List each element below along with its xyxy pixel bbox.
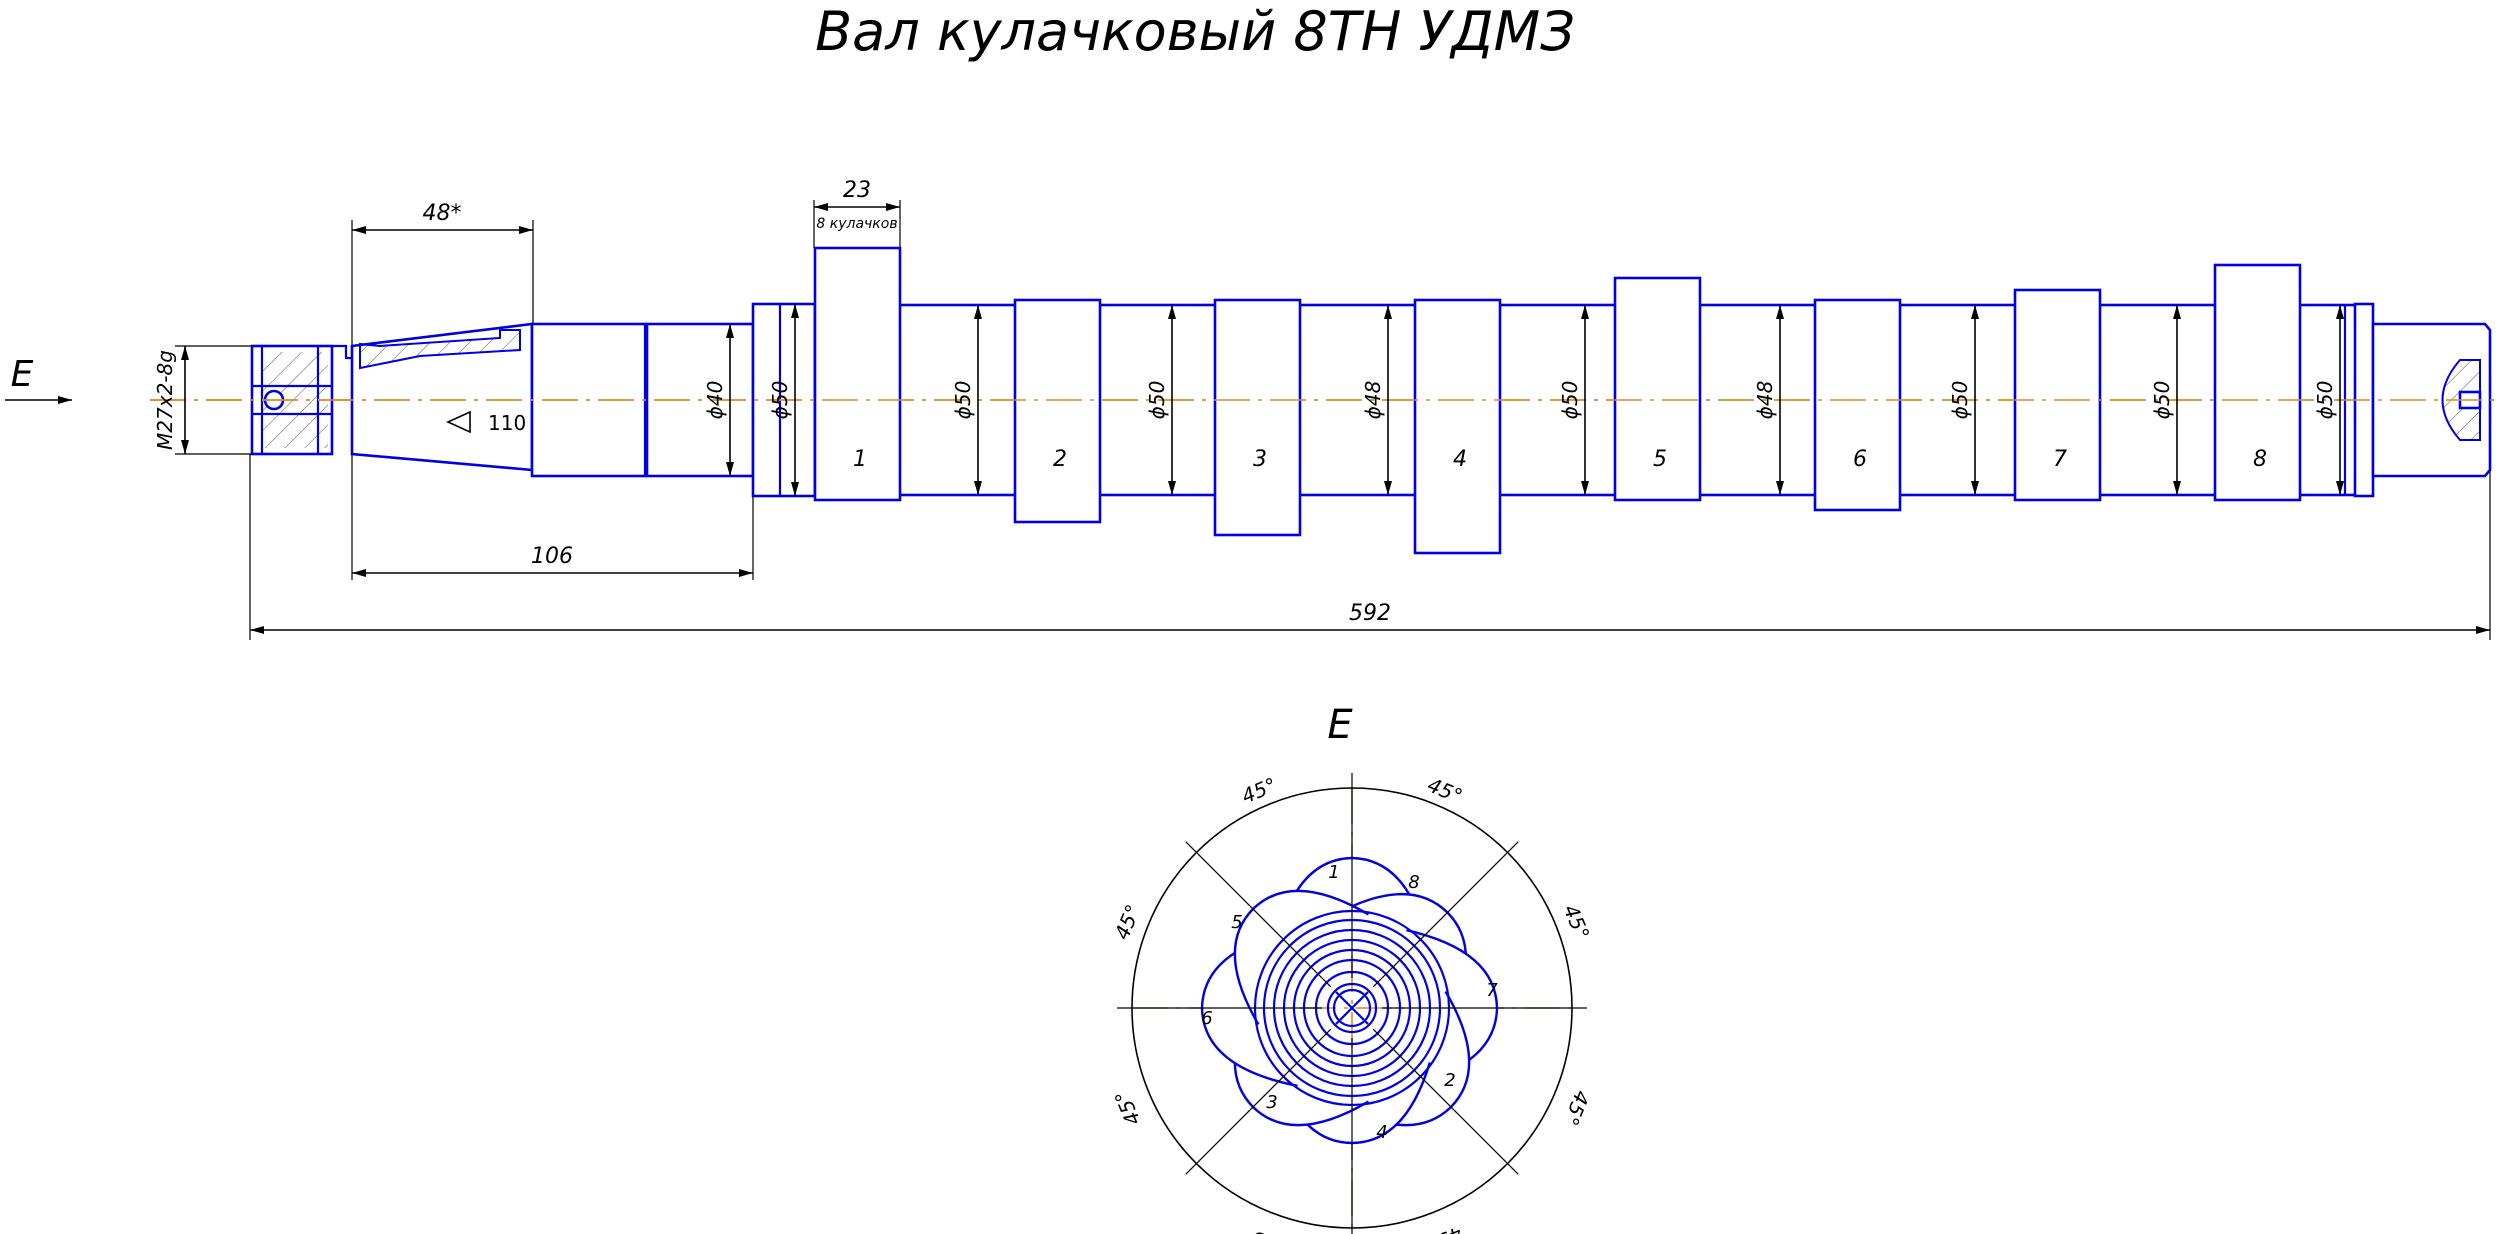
diameter-label: ϕ48 xyxy=(1361,381,1385,420)
cam-2 xyxy=(1013,298,1102,524)
cam-label: 1 xyxy=(853,447,867,472)
diameter-label: ϕ50 xyxy=(1145,381,1169,420)
angle-ray xyxy=(1185,841,1332,988)
cam-label: 6 xyxy=(1853,447,1867,472)
journal-circle xyxy=(1332,988,1372,1028)
angle-label: 45° xyxy=(1559,1087,1595,1129)
diameter-label: ϕ50 xyxy=(768,381,792,420)
cam-6 xyxy=(1813,298,1902,512)
angle-label: 45° xyxy=(1110,901,1146,943)
dim-106-label: 106 xyxy=(531,544,573,569)
dim-23-note: 8 кулачков xyxy=(816,216,897,232)
taper-symbol xyxy=(446,410,471,434)
dim-48-label: 48* xyxy=(423,201,462,226)
cam-label: 5 xyxy=(1653,447,1667,472)
angle-label: 45° xyxy=(1424,1222,1466,1234)
end-view-cam-label: 4 xyxy=(1376,1122,1387,1143)
diameter-label: ϕ50 xyxy=(2313,381,2337,420)
cam-7 xyxy=(2013,288,2102,502)
taper-value: 110 xyxy=(488,411,526,435)
diameter-label: ϕ50 xyxy=(1948,381,1972,420)
angle-ray xyxy=(1185,1028,1332,1175)
end-view-cam-label: 2 xyxy=(1444,1070,1455,1091)
angle-ray xyxy=(1372,841,1519,988)
cam-4 xyxy=(1413,298,1502,555)
cams-group: 1 2 3 4 5 6 7 8 xyxy=(150,246,2495,555)
thread-label: M27x2-8g xyxy=(153,350,177,450)
dim-23-label: 23 xyxy=(843,178,871,203)
end-view-cam-label: 7 xyxy=(1486,980,1498,1001)
cam-label: 3 xyxy=(1253,447,1267,472)
drawing-title: Вал кулачковый 8ТН УДМЗ xyxy=(815,0,1575,63)
cam-label: 2 xyxy=(1053,447,1067,472)
cam-label: 4 xyxy=(1453,447,1467,472)
journal-circle xyxy=(1326,982,1378,1034)
end-view-cam-label: 3 xyxy=(1266,1092,1277,1113)
cam-3 xyxy=(1213,298,1302,537)
cam-1 xyxy=(813,246,902,502)
end-view-cam-label: 5 xyxy=(1231,912,1242,933)
end-view-cam-label: 8 xyxy=(1408,872,1419,893)
diameter-label: ϕ50 xyxy=(951,381,975,420)
cam-8 xyxy=(2213,263,2302,502)
dim-592-label: 592 xyxy=(1349,601,1391,626)
end-view-title: E xyxy=(1327,702,1353,748)
diameter-label: ϕ50 xyxy=(2150,381,2174,420)
angle-ray xyxy=(1372,1028,1519,1175)
keyway-section xyxy=(359,329,521,370)
cam-label: 7 xyxy=(2053,447,2067,472)
end-view-cam-label: 6 xyxy=(1201,1008,1212,1029)
neck xyxy=(332,344,354,360)
angle-label: 45° xyxy=(1110,1087,1146,1129)
diameter-label: ϕ50 xyxy=(1558,381,1582,420)
cam-5 xyxy=(1613,276,1702,502)
end-view-cam-label: 1 xyxy=(1328,862,1339,883)
view-arrow-label: E xyxy=(11,354,34,395)
diameter-label: ϕ40 xyxy=(703,381,727,420)
angle-label: 45° xyxy=(1238,1222,1280,1234)
cam-label: 8 xyxy=(2253,447,2267,472)
diameters-group: ϕ40 ϕ50 ϕ50 ϕ50 ϕ48 ϕ50 ϕ48 ϕ50 ϕ50 ϕ50 xyxy=(703,304,2344,496)
diameter-label: ϕ48 xyxy=(1753,381,1777,420)
angle-label: 45° xyxy=(1559,901,1595,943)
